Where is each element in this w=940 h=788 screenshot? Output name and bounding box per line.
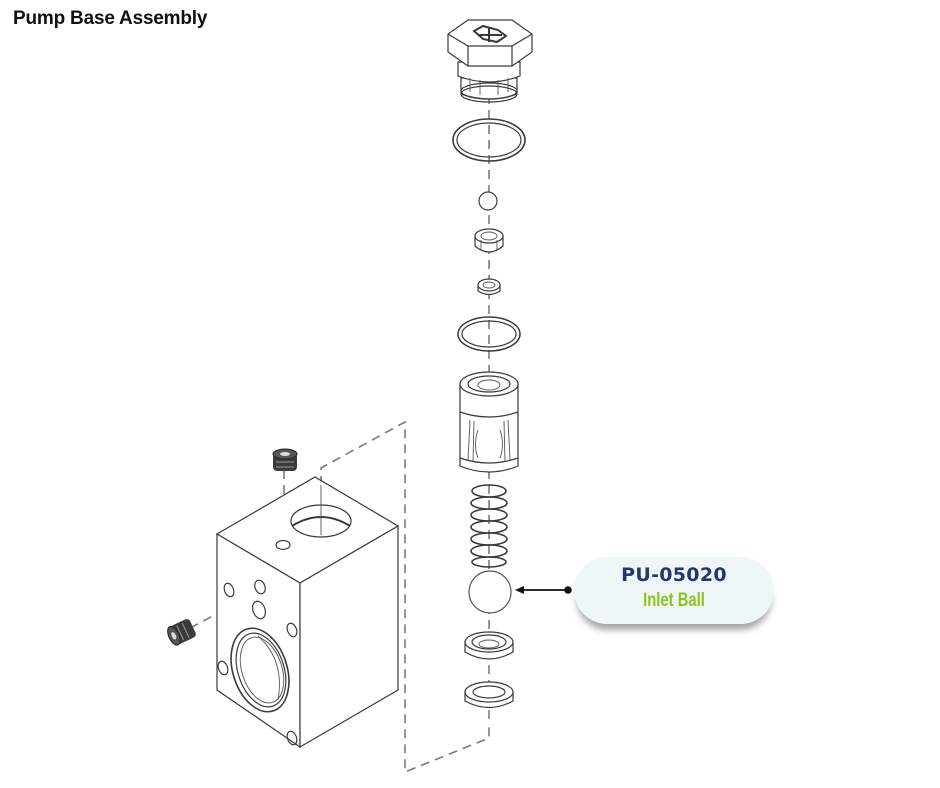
inlet-ball[interactable] [468,570,512,614]
valve-cage-body [459,371,519,473]
cap-plug [447,19,533,103]
part-name: Inlet Ball [643,590,705,611]
side-port [230,627,290,713]
pump-base-block [215,476,400,749]
assembly-path-line [320,420,490,774]
seat-ring-lower [464,681,514,709]
hex-drive-icon [472,24,508,44]
part-number: PU-05020 [621,564,727,586]
large-o-ring-top [452,118,526,162]
set-screw-side [167,619,196,646]
arrowhead-icon [515,586,524,594]
set-screw-top [272,448,298,471]
seat-ring-upper [464,631,514,660]
page-title: Pump Base Assembly [13,8,208,29]
valve-seat-small [477,278,501,296]
part-callout[interactable]: PU-05020 Inlet Ball [574,557,774,624]
o-ring-middle [457,316,521,352]
leader-dot-icon [564,586,572,594]
callout-leader-arrow [515,586,572,594]
spring [470,484,508,568]
small-ball [478,191,498,211]
valve-cage-top [474,228,504,253]
